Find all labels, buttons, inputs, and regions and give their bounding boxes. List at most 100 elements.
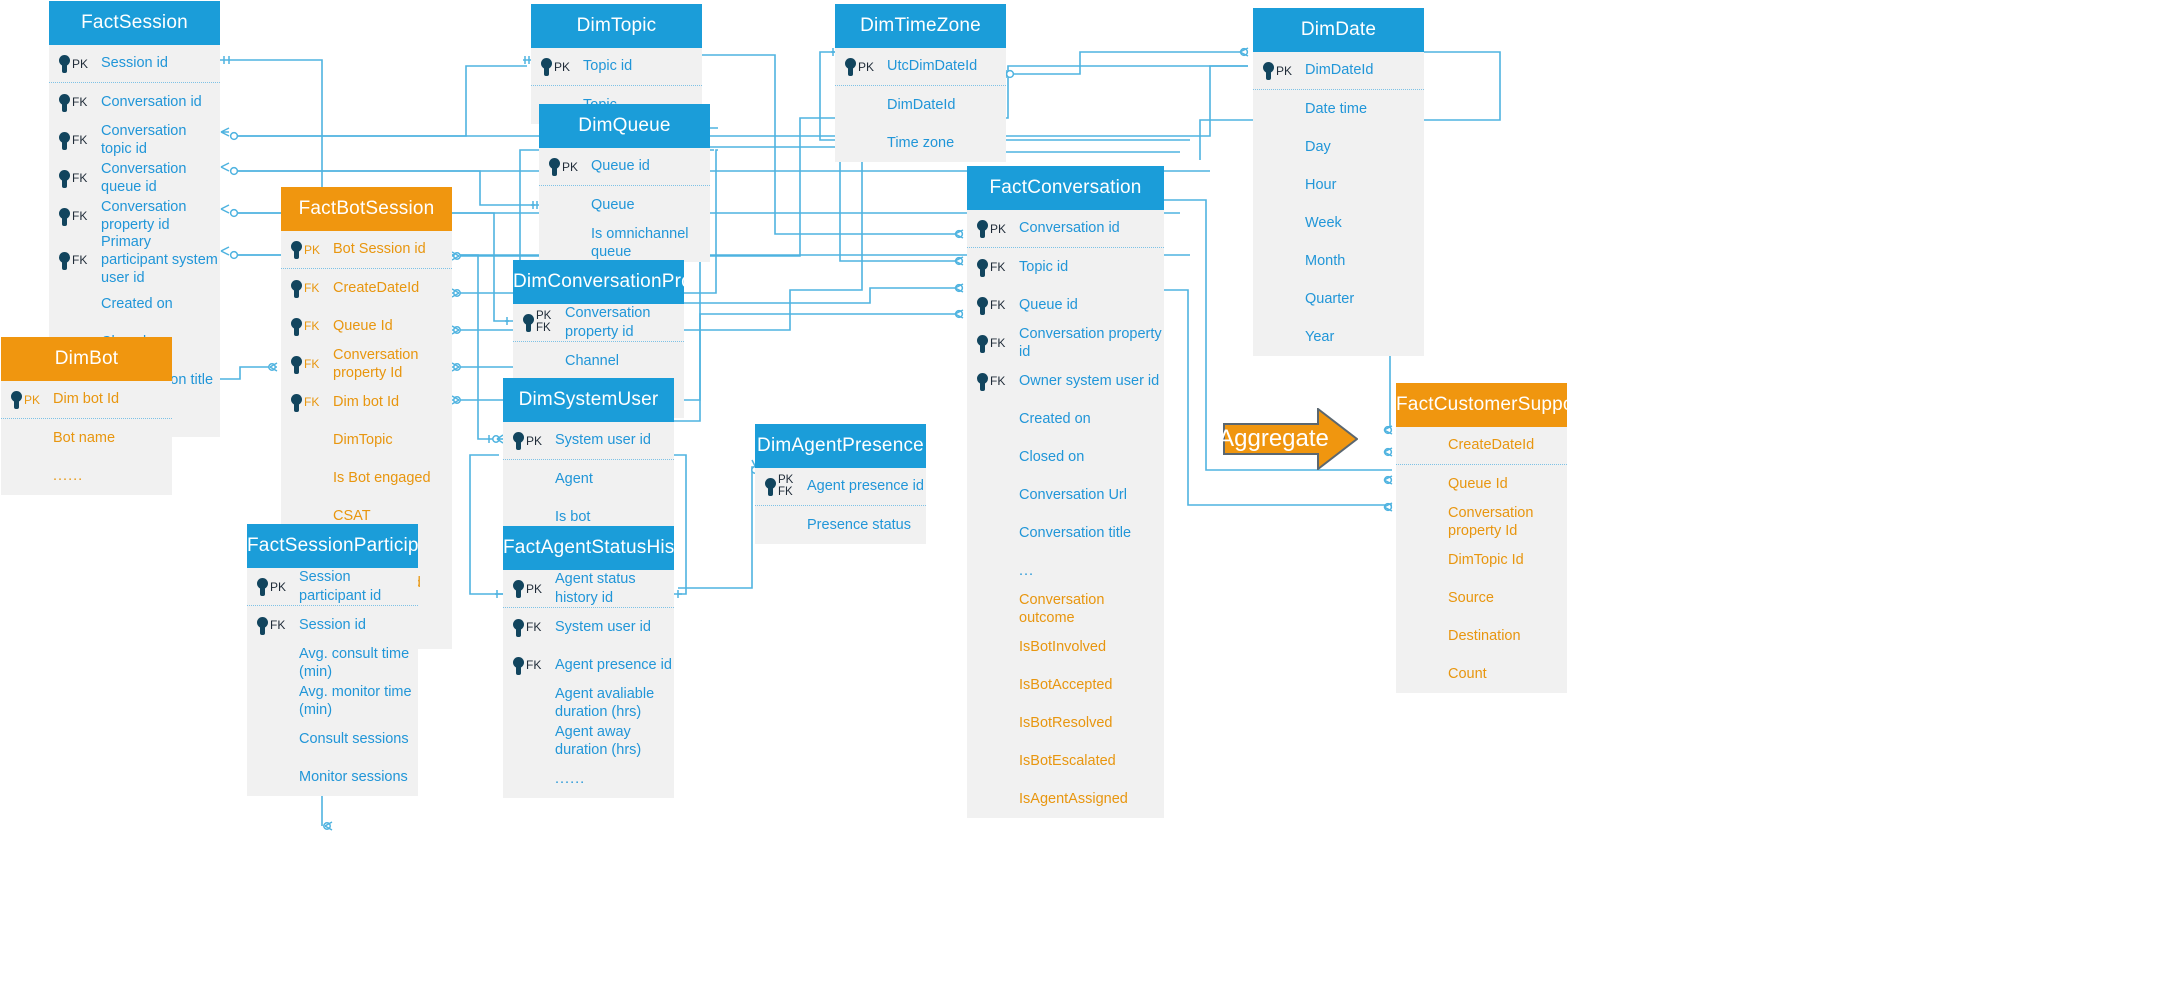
key-label: FK xyxy=(270,618,286,632)
entity-FactSessionParticipant[interactable]: FactSessionParticipantPKSession particip… xyxy=(247,524,418,796)
entity-field[interactable]: Closed on xyxy=(967,438,1164,476)
entity-field[interactable]: Date time xyxy=(1253,90,1424,128)
key-icon xyxy=(523,314,534,332)
key-icon xyxy=(291,355,302,374)
entity-field[interactable]: Created on xyxy=(967,400,1164,438)
entity-field[interactable]: IsBotAccepted xyxy=(967,666,1164,704)
entity-field[interactable]: ...... xyxy=(503,760,674,798)
entity-FactAgentStatusHistory[interactable]: FactAgentStatusHistoryPKAgent status his… xyxy=(503,526,674,798)
entity-field[interactable]: Conversation outcome xyxy=(967,590,1164,628)
entity-field[interactable]: Presence status xyxy=(755,506,926,544)
entity-field[interactable]: Time zone xyxy=(835,124,1006,162)
field-name: Bot name xyxy=(53,429,116,446)
entity-field[interactable]: CreateDateId xyxy=(1396,427,1567,465)
key-label: FK xyxy=(990,260,1006,274)
entity-field[interactable]: Queue Id xyxy=(1396,465,1567,503)
entity-field[interactable]: Year xyxy=(1253,318,1424,356)
entity-field[interactable]: Month xyxy=(1253,242,1424,280)
field-name: Conversation property id xyxy=(101,198,187,233)
entity-field[interactable]: Channel xyxy=(513,342,684,380)
key-icon xyxy=(541,58,552,76)
entity-field[interactable]: Created on xyxy=(49,285,220,323)
entity-field[interactable]: Week xyxy=(1253,204,1424,242)
entity-field[interactable]: DimTopic Id xyxy=(1396,541,1567,579)
entity-field[interactable]: Is bot xyxy=(503,498,674,536)
entity-field[interactable]: Conversation Url xyxy=(967,476,1164,514)
key-label: PK xyxy=(554,59,571,74)
entity-field[interactable]: Hour xyxy=(1253,166,1424,204)
entity-field[interactable]: DimTopic xyxy=(281,421,452,459)
entity-field[interactable]: Conversation property Id xyxy=(1396,503,1567,541)
entity-field[interactable]: Avg. monitor time (min) xyxy=(247,682,418,720)
entity-field[interactable]: Day xyxy=(1253,128,1424,166)
entity-field[interactable]: Destination xyxy=(1396,617,1567,655)
entity-field[interactable]: Bot name xyxy=(1,419,172,457)
entity-field[interactable]: DimDateId xyxy=(835,86,1006,124)
entity-field[interactable]: Agent away duration (hrs) xyxy=(503,722,674,760)
entity-field[interactable]: IsAgentAssigned xyxy=(967,780,1164,818)
entity-field[interactable]: Count xyxy=(1396,655,1567,693)
entity-field[interactable]: Agent xyxy=(503,460,674,498)
entity-field[interactable]: Source xyxy=(1396,579,1567,617)
entity-field[interactable]: IsBotResolved xyxy=(967,704,1164,742)
entity-field[interactable]: Monitor sessions xyxy=(247,758,418,796)
entity-field[interactable]: ... xyxy=(967,552,1164,590)
field-name: Session id xyxy=(299,616,366,633)
entity-field[interactable]: Conversation title xyxy=(967,514,1164,552)
key-icon xyxy=(257,578,268,596)
entity-field[interactable]: Is Bot engaged xyxy=(281,459,452,497)
entity-field[interactable]: Quarter xyxy=(1253,280,1424,318)
entity-field[interactable]: Consult sessions xyxy=(247,720,418,758)
entity-field[interactable]: Avg. consult time (min) xyxy=(247,644,418,682)
entity-field[interactable]: IsBotEscalated xyxy=(967,742,1164,780)
entity-field[interactable]: IsBotInvolved xyxy=(967,628,1164,666)
field-name: Queue Id xyxy=(1448,475,1508,492)
entity-field[interactable]: Is omnichannel queue xyxy=(539,224,710,262)
entity-field[interactable]: Agent avaliable duration (hrs) xyxy=(503,684,674,722)
entity-field[interactable]: Queue xyxy=(539,186,710,224)
key-icon xyxy=(977,258,988,277)
entity-field[interactable]: CSAT xyxy=(281,497,452,535)
key-indicator: FK xyxy=(49,93,101,112)
entity-field[interactable]: FK Session id xyxy=(247,606,418,644)
entity-FactCustomerSupportJourney[interactable]: FactCustomerSupportJoumeyCreateDateIdQue… xyxy=(1396,383,1567,693)
entity-field[interactable]: ...... xyxy=(1,457,172,495)
